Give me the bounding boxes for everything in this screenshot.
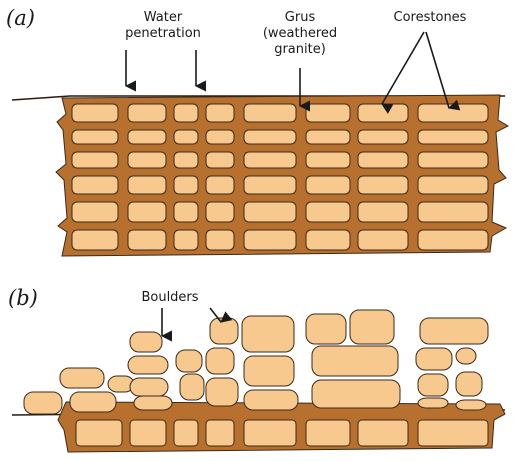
boulder [134,396,172,410]
arrow-corestone-1 [382,32,424,104]
corestone-a [306,176,350,194]
boulder [244,390,298,410]
buried-block-b [358,420,408,446]
boulder [206,348,234,374]
corestone-a [418,130,488,144]
boulder [244,356,294,386]
corestone-a [244,130,296,144]
water-label-line1: Water [108,10,218,26]
boulder [312,346,398,376]
corestone-a [72,130,118,144]
buried-block-b [130,420,166,446]
corestone-a [358,152,408,168]
boulder [456,400,486,410]
corestone-a [174,104,198,122]
buried-block-b [418,420,488,446]
corestone-a [174,230,198,250]
buried-block-b [244,420,296,446]
corestone-a [72,104,118,122]
corestone-a [128,130,166,144]
corestone-a [174,176,198,194]
corestone-a [128,202,166,222]
panel-b-label: (b) [8,288,38,309]
corestone-a [358,230,408,250]
corestone-a [128,104,166,122]
corestone-a [206,202,234,222]
corestone-a [244,104,296,122]
corestone-a [206,130,234,144]
corestone-a [306,152,350,168]
boulder [312,380,400,408]
boulder [416,348,452,370]
corestone-a [128,152,166,168]
boulder [420,318,488,344]
boulders-label: Boulders [130,290,210,306]
corestone-a [418,202,488,222]
corestone-a [418,230,488,250]
corestone-a [174,152,198,168]
boulder [456,348,476,364]
grus-label: Grus (weathered granite) [250,10,350,58]
corestone-a [128,176,166,194]
corestone-a [174,202,198,222]
corestone-a [306,202,350,222]
grus-label-line1: Grus [250,10,350,26]
corestone-a [358,176,408,194]
panel-a-label: (a) [6,8,35,29]
corestone-a [418,152,488,168]
corestone-a [306,104,350,122]
buried-block-b [76,420,122,446]
boulder [210,318,238,344]
buried-blocks-b [76,420,488,446]
boulder [418,398,448,408]
corestone-a [72,230,118,250]
corestone-a [174,130,198,144]
corestone-a [418,176,488,194]
boulders-stack [24,310,488,414]
boulder [130,332,162,352]
corestones-label: Corestones [380,10,480,26]
grus-label-line2: (weathered [250,26,350,42]
boulder [418,374,448,396]
buried-block-b [174,420,198,446]
boulder [242,316,294,352]
corestone-a [206,230,234,250]
water-penetration-label: Water penetration [108,10,218,42]
corestone-a [244,152,296,168]
panel-a-bedrock [12,95,508,256]
boulder [24,392,62,414]
boulder [306,314,346,344]
boulder [128,356,168,374]
corestone-a [306,230,350,250]
corestone-a [306,130,350,144]
water-label-line2: penetration [108,26,218,42]
boulder [456,372,482,396]
corestone-a [206,104,234,122]
boulder [176,350,202,372]
boulder [350,310,394,344]
corestone-a [206,176,234,194]
panel-b-boulders [12,310,505,452]
buried-block-b [206,420,234,446]
corestone-a [244,176,296,194]
corestone-a [72,202,118,222]
boulder [70,392,116,412]
corestone-a [72,152,118,168]
boulder [60,368,104,388]
corestone-a [244,202,296,222]
corestone-a [72,176,118,194]
corestone-a [358,130,408,144]
corestone-a [418,104,488,122]
corestone-a [206,152,234,168]
corestone-a [358,104,408,122]
buried-block-b [306,420,350,446]
corestone-a [358,202,408,222]
corestone-a [128,230,166,250]
corestone-a [244,230,296,250]
boulder [180,374,204,400]
boulder [130,378,168,396]
grus-label-line3: granite) [250,42,350,58]
boulder [206,378,238,406]
